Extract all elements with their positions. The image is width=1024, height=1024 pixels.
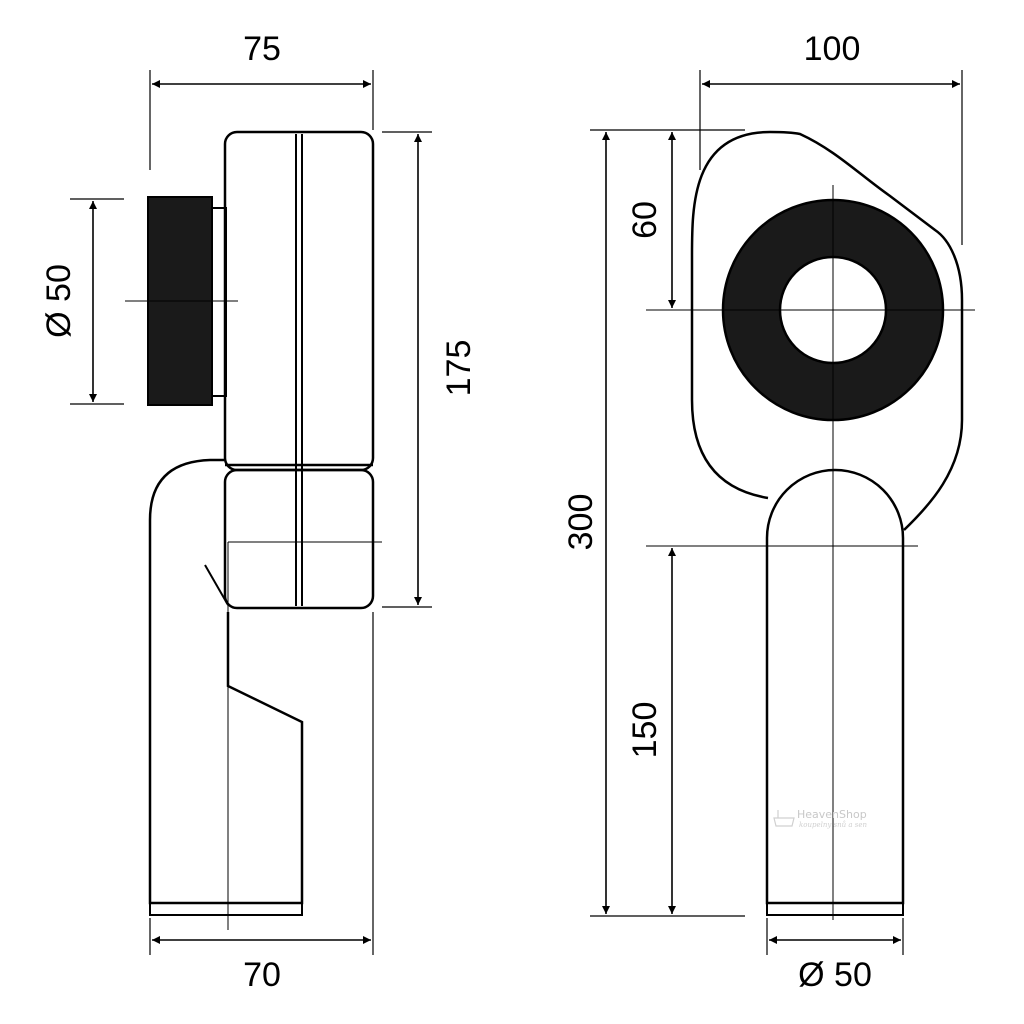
- dim-front-outlet-label: Ø 50: [798, 956, 872, 994]
- dim-side-top-label: 75: [243, 30, 281, 68]
- dim-front-top-label: 100: [804, 30, 861, 68]
- side-view: [70, 70, 432, 955]
- watermark: HeavenShop koupelny snů a sen: [773, 808, 867, 829]
- dim-side-bottom-label: 70: [243, 956, 281, 994]
- side-outlet-rim: [149, 902, 303, 916]
- dim-side-inlet-label: Ø 50: [40, 264, 78, 338]
- dim-front-total-label: 300: [562, 494, 600, 551]
- side-upper-housing: [223, 130, 375, 472]
- front-outlet-rim: [766, 902, 904, 916]
- front-outlet-pipe: [765, 468, 905, 905]
- dim-front-lower-label: 150: [626, 702, 664, 759]
- watermark-brand: HeavenShop: [797, 808, 867, 821]
- front-view: [590, 70, 975, 955]
- dim-front-center-label: 60: [626, 201, 664, 239]
- side-lower-block: [223, 468, 375, 610]
- dim-side-height-label: 175: [440, 340, 478, 397]
- front-housing: [690, 130, 964, 531]
- side-pipe-lip: [204, 564, 229, 606]
- watermark-tagline: koupelny snů a sen: [799, 820, 867, 829]
- bathtub-icon: [773, 810, 795, 827]
